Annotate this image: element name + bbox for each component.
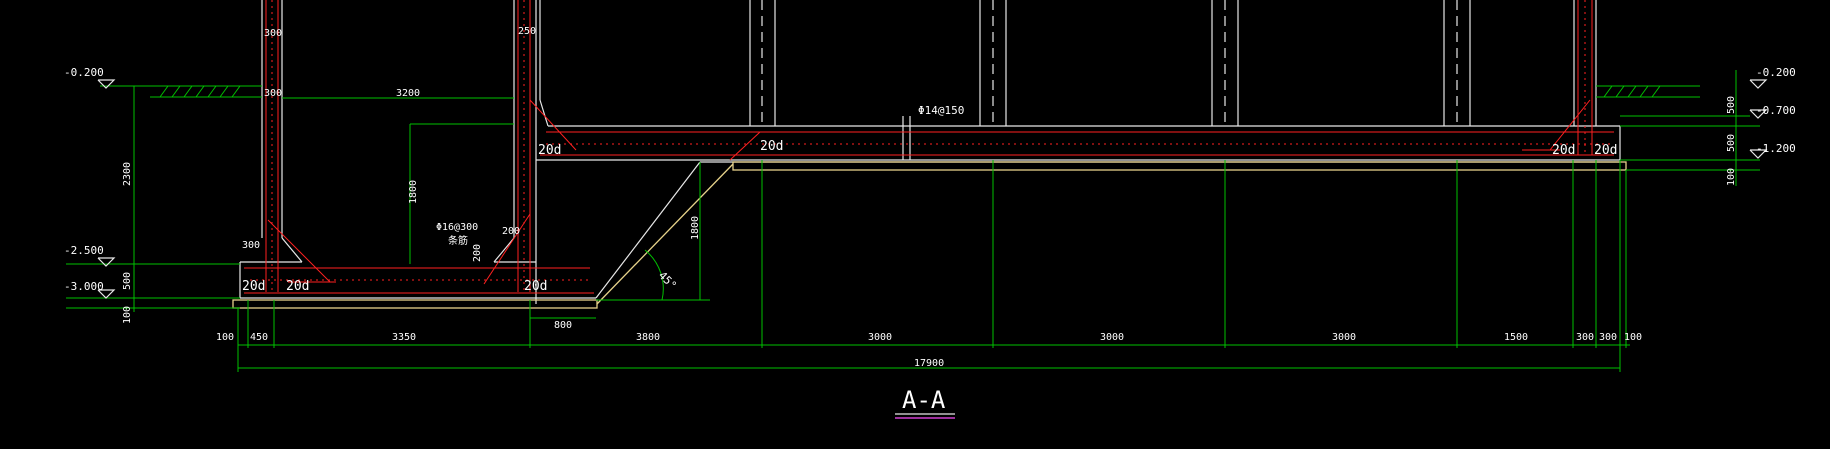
bottom-dim-text: 3000 — [1100, 332, 1124, 343]
dim-text: 300 — [242, 240, 260, 251]
dim-text: 250 — [518, 26, 536, 37]
dim-text: 3200 — [396, 88, 420, 99]
dev-length-label: 20d — [538, 143, 561, 158]
elevation-label: -3.000 — [64, 280, 104, 293]
blinding-layer — [232, 161, 1627, 309]
elevation-labels: -0.200 -2.500 -3.000 -0.200 -0.700 -1.20… — [64, 66, 1796, 293]
dev-length-label: 20d — [242, 279, 265, 294]
dim-text: 500 — [1726, 96, 1737, 114]
dim-text: 500 — [1726, 134, 1737, 152]
dev-length-label: 20d — [1552, 143, 1575, 158]
bottom-dimension-texts: 100 450 3350 3800 3000 3000 3000 1500 30… — [216, 332, 1642, 369]
elevation-markers — [97, 79, 1768, 299]
bottom-dim-text: 100 — [1624, 332, 1642, 343]
dimension-texts: 300 250 300 3200 1800 2300 300 200 200 5… — [122, 26, 1737, 331]
elevation-label: -0.200 — [64, 66, 104, 79]
bottom-dim-text: 3000 — [868, 332, 892, 343]
dim-text: 1800 — [408, 180, 419, 204]
dev-length-label: 20d — [1594, 143, 1617, 158]
angle-label: 45° — [656, 269, 679, 292]
elevation-label: -1.200 — [1756, 142, 1796, 155]
bottom-dim-text: 300 — [1576, 332, 1594, 343]
dev-length-label: 20d — [760, 139, 783, 154]
bottom-dim-text: 450 — [250, 332, 268, 343]
bottom-dim-text: 3350 — [392, 332, 416, 343]
bottom-dim-text: 3800 — [636, 332, 660, 343]
bottom-dim-text: 300 — [1599, 332, 1617, 343]
dev-length-labels: 20d 20d 20d 20d 20d 20d 20d — [242, 139, 1617, 294]
dim-text: 500 — [122, 272, 133, 290]
dim-text: 300 — [264, 88, 282, 99]
dimension-lines — [66, 70, 1760, 372]
rebar-wall-label: Φ16@300 — [436, 222, 478, 233]
rebar-lines — [244, 0, 1614, 294]
elevation-label: -0.700 — [1756, 104, 1796, 117]
bottom-dim-text: 100 — [216, 332, 234, 343]
total-dim-text: 17900 — [914, 358, 944, 369]
dim-text: 200 — [472, 244, 483, 262]
dim-text: 300 — [264, 28, 282, 39]
dim-text: 800 — [554, 320, 572, 331]
dim-text: 100 — [1726, 168, 1737, 186]
dim-text: 2300 — [122, 162, 133, 186]
dev-length-label: 20d — [286, 279, 309, 294]
rebar-wall-sublabel: 条筋 — [448, 234, 468, 247]
dim-text: 1800 — [690, 216, 701, 240]
dim-text: 200 — [502, 226, 520, 237]
section-title-text: A-A — [902, 386, 946, 414]
concrete-outline — [239, 0, 1621, 304]
section-title: A-A — [895, 386, 955, 419]
dim-text: 100 — [122, 306, 133, 324]
dev-length-label: 20d — [524, 279, 547, 294]
elevation-label: -2.500 — [64, 244, 104, 257]
bottom-dim-text: 1500 — [1504, 332, 1528, 343]
bottom-dim-text: 3000 — [1332, 332, 1356, 343]
rebar-slab-label: Φ14@150 — [918, 104, 964, 117]
elevation-label: -0.200 — [1756, 66, 1796, 79]
